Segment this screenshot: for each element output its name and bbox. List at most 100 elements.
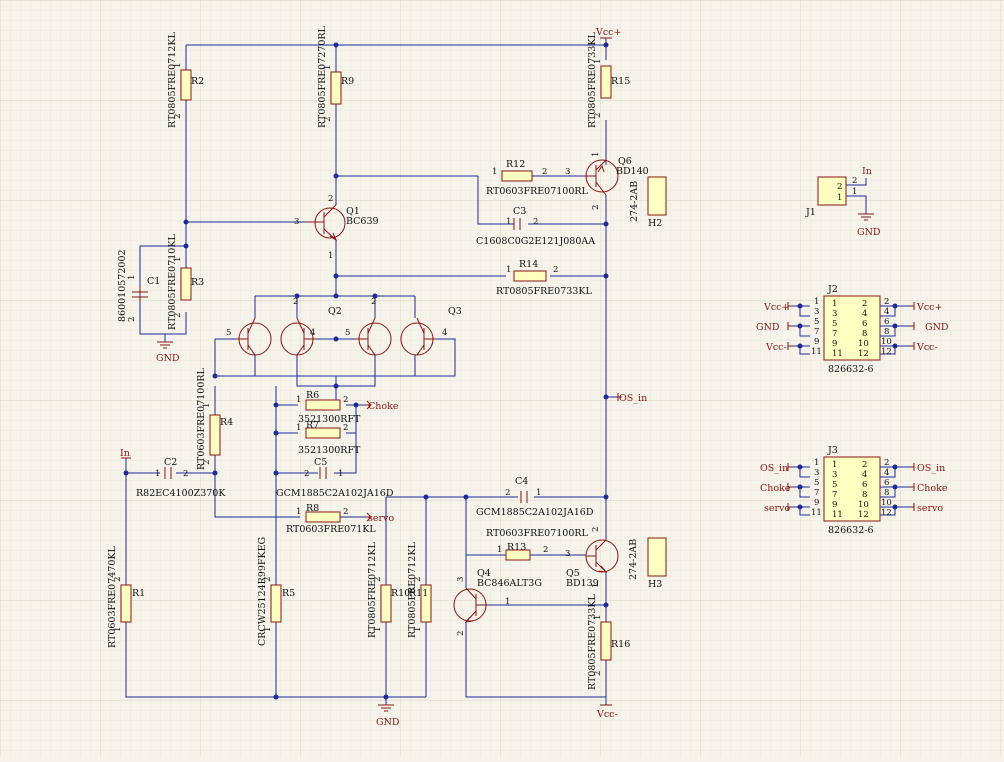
resistor-r4[interactable]: 1 2 R4 RT0603FRE07100RL: [196, 367, 233, 470]
svg-text:R6: R6: [306, 390, 319, 401]
svg-text:GND: GND: [925, 322, 949, 333]
svg-text:3: 3: [456, 577, 466, 582]
svg-text:11: 11: [811, 508, 822, 518]
svg-text:In: In: [862, 166, 872, 177]
resistor-r9[interactable]: 1 2 R9 RT0805FRE07270RL: [317, 25, 354, 128]
svg-text:RT0805FRE0733KL: RT0805FRE0733KL: [587, 594, 598, 690]
svg-text:3: 3: [832, 470, 837, 480]
transistor-q3[interactable]: 5 4 2 Q3: [345, 297, 462, 356]
resistor-r3[interactable]: 1 2 R3 RT0805FRE0710KL: [167, 234, 204, 330]
svg-text:2: 2: [884, 297, 889, 307]
resistor-r16[interactable]: 1 2 R16 RT0805FRE0733KL: [587, 594, 630, 690]
svg-text:10: 10: [881, 498, 892, 508]
svg-text:R12: R12: [506, 159, 525, 170]
svg-text:3521300RFT: 3521300RFT: [298, 445, 361, 456]
transistor-q4[interactable]: 1 3 2 Q4 BC846ALT3G: [453, 568, 542, 636]
svg-text:RT0603FRE071KL: RT0603FRE071KL: [286, 524, 376, 535]
capacitor-c1[interactable]: C1 1 2 860010572002: [117, 249, 160, 322]
svg-text:12: 12: [881, 508, 892, 518]
svg-text:1: 1: [413, 627, 423, 632]
svg-text:R8: R8: [306, 503, 319, 514]
svg-text:Q1: Q1: [346, 206, 360, 217]
svg-text:Choke: Choke: [368, 401, 399, 412]
port-os-in: OS_in: [617, 393, 647, 404]
heatsink-h2[interactable]: 274-2AB H2: [629, 176, 667, 229]
svg-text:C5: C5: [314, 457, 327, 468]
capacitor-c4[interactable]: 2 1 C4 GCM1885C2A102JA16D: [476, 476, 594, 518]
svg-text:2: 2: [343, 423, 348, 433]
capacitor-c5[interactable]: 2 1 C5 GCM1885C2A102JA16D: [276, 457, 394, 499]
svg-text:Q2: Q2: [328, 306, 342, 317]
svg-text:OS_in: OS_in: [760, 463, 788, 474]
svg-text:1: 1: [173, 63, 183, 68]
svg-text:2: 2: [862, 299, 867, 309]
resistor-r8[interactable]: 1 2 R8 RT0603FRE071KL: [286, 503, 376, 535]
svg-text:1: 1: [837, 193, 842, 203]
svg-text:RT0805FRE0733KL: RT0805FRE0733KL: [587, 32, 598, 128]
transistor-q5[interactable]: 2 1 Q5 BD139: [566, 527, 619, 589]
svg-text:10: 10: [858, 339, 869, 349]
heatsink-h3[interactable]: 274-2AB H3: [628, 537, 667, 590]
svg-text:1: 1: [591, 583, 601, 588]
svg-text:1: 1: [328, 251, 333, 261]
transistor-q2[interactable]: 5 4 2 Q2: [226, 297, 342, 356]
svg-text:8: 8: [884, 327, 889, 337]
svg-text:5: 5: [814, 478, 819, 488]
capacitor-c3[interactable]: 1 2 C3 C1608C0G2E121J080AA: [476, 206, 595, 247]
svg-text:R14: R14: [519, 259, 538, 270]
svg-text:9: 9: [832, 500, 837, 510]
svg-text:826632-6: 826632-6: [828, 525, 874, 536]
transistor-q1[interactable]: 3 2 1 Q1 BC639: [294, 194, 379, 261]
svg-text:1: 1: [373, 627, 383, 632]
svg-text:6: 6: [862, 480, 867, 490]
resistor-r12[interactable]: 1 2 3 R12 RT0603FRE07100RL: [486, 159, 589, 197]
svg-text:8: 8: [884, 488, 889, 498]
svg-text:Q6: Q6: [618, 156, 632, 167]
svg-text:2: 2: [553, 265, 558, 275]
svg-text:4: 4: [442, 328, 447, 338]
resistor-r11[interactable]: 2 1 R11 RT0805FRE0712KL: [407, 542, 432, 638]
connector-j1[interactable]: 2 1 2 1 J1 In GND: [805, 166, 881, 238]
resistor-r14[interactable]: 1 2 R14 RT0805FRE0733KL: [496, 259, 592, 297]
resistor-r15[interactable]: 1 2 R15 RT0805FRE0733KL: [587, 32, 630, 128]
resistor-r2[interactable]: 1 2 R2 RT0805FRE0712KL: [167, 32, 204, 128]
svg-text:5: 5: [832, 319, 837, 329]
resistor-r13[interactable]: 1 2 3 R13 RT0603FRE07100RL: [486, 528, 589, 561]
resistor-r7[interactable]: 1 2 R7 3521300RFT: [296, 420, 361, 456]
svg-text:H3: H3: [648, 579, 662, 590]
svg-text:2: 2: [542, 167, 547, 177]
svg-text:1: 1: [296, 395, 301, 405]
svg-text:R3: R3: [191, 277, 204, 288]
svg-text:1: 1: [338, 469, 343, 479]
resistor-r10[interactable]: 2 1 R10 RT0805FRE0712KL: [367, 542, 410, 638]
connector-j3[interactable]: J3 1 3 5 7 9 11 1 3 5 7 9 11 2 4 6 8 10 …: [760, 445, 948, 536]
svg-text:1: 1: [296, 507, 301, 517]
svg-text:2: 2: [173, 114, 183, 119]
svg-text:Choke: Choke: [917, 483, 948, 494]
transistor-q6[interactable]: 1 2 Q6 BD140: [585, 152, 649, 210]
svg-text:2: 2: [543, 545, 548, 555]
resistor-r1[interactable]: 2 1 R1 RT0603FRE07470KL: [107, 546, 145, 648]
svg-text:R13: R13: [507, 542, 526, 553]
svg-text:5: 5: [345, 328, 350, 338]
svg-text:1: 1: [263, 627, 273, 632]
resistor-r5[interactable]: 2 1 R5 CRCW25124R99FKEG: [257, 537, 295, 646]
resistor-r6[interactable]: 1 2 R6 3521300RFT: [296, 390, 361, 425]
svg-text:11: 11: [832, 510, 843, 520]
svg-text:1: 1: [593, 59, 603, 64]
svg-text:3: 3: [294, 217, 299, 227]
port-choke: Choke: [365, 400, 399, 412]
connector-j2[interactable]: J2 1 3 5 7 9 11 1 3 5 7 9 11 2 4 6 8 10 …: [756, 284, 949, 375]
svg-text:7: 7: [814, 327, 819, 337]
svg-text:274-2AB: 274-2AB: [629, 181, 640, 222]
svg-text:2: 2: [413, 577, 423, 582]
svg-text:2: 2: [852, 176, 857, 186]
svg-text:3: 3: [565, 167, 570, 177]
svg-text:Vcc+: Vcc+: [763, 302, 789, 313]
net-label-in-left: In: [120, 448, 131, 459]
capacitor-c2[interactable]: 1 2 C2 R82EC4100Z370K: [136, 457, 226, 499]
svg-text:6: 6: [884, 478, 889, 488]
svg-text:Vcc+: Vcc+: [595, 27, 621, 38]
